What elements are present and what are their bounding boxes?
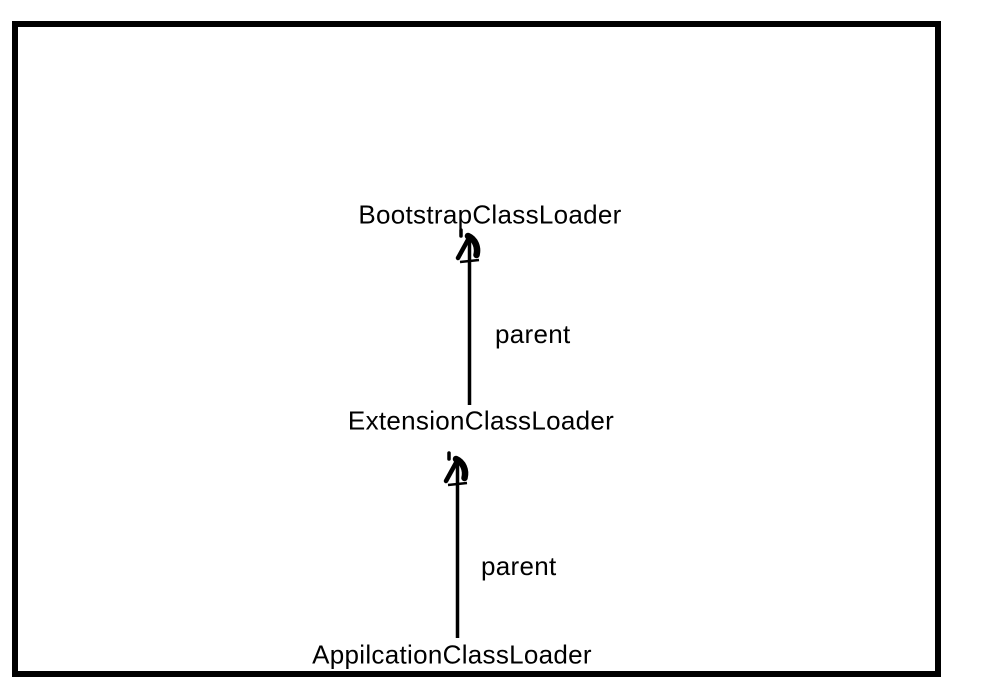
arrow-up-icon [448,228,492,413]
node-extension-classloader: ExtensionClassLoader [347,405,615,436]
diagram-border-frame: BootstrapClassLoader ExtensionClassLoade… [12,21,941,677]
edge-label-parent-1: parent [495,319,571,349]
edge-label-parent-2: parent [481,551,557,581]
arrow-up-icon [436,451,480,646]
node-application-classloader: AppilcationClassLoader [312,639,592,670]
node-bootstrap-classloader: BootstrapClassLoader [358,199,622,230]
